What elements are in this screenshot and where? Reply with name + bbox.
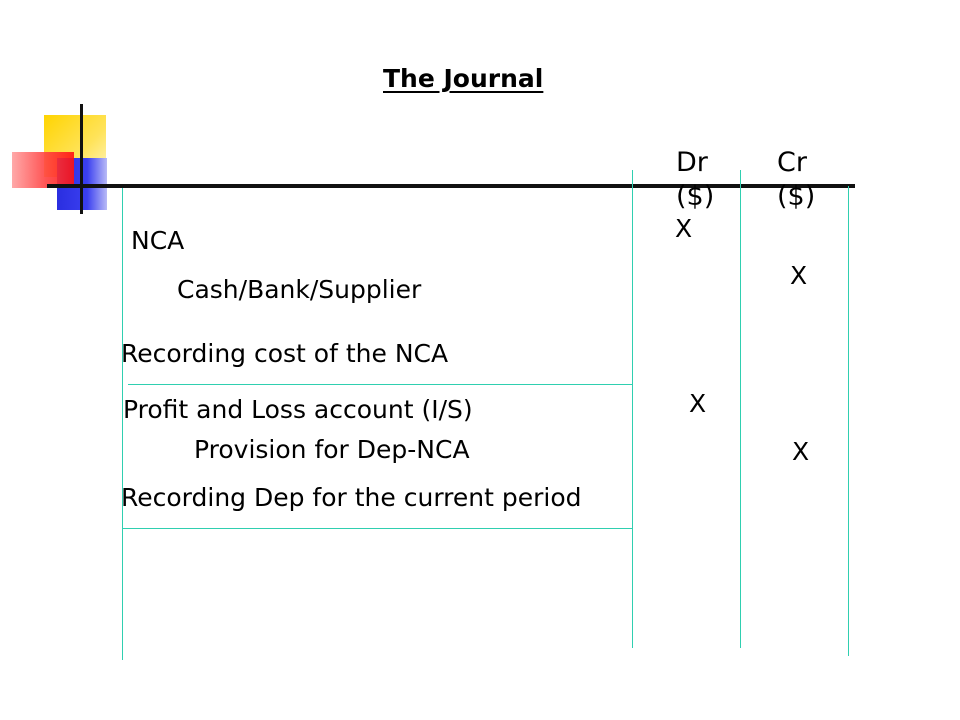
entry-2-narration: Recording Dep for the current period [121,483,582,512]
entry-1-narration: Recording cost of the NCA [121,339,449,368]
entry-1-debit-amount: X [675,214,693,243]
entry-separator-1 [128,384,632,385]
entry-1-credit-account: Cash/Bank/Supplier [177,275,422,304]
credit-header-label: Cr [777,147,807,178]
entry-2-debit-amount: X [689,389,707,418]
entry-separator-2 [122,528,632,529]
right-margin-line [848,186,849,656]
credit-header-unit: ($) [777,181,816,212]
debit-header-label: Dr [676,147,708,178]
page-title: The Journal [383,64,544,93]
entry-2-debit-account: Profit and Loss account (I/S) [123,395,473,424]
debit-column-divider [632,170,633,648]
debit-column-header: Dr ($) [676,146,714,214]
entry-2-credit-amount: X [792,437,810,466]
entry-1-debit-account: NCA [131,226,185,255]
left-margin-line [122,188,123,660]
entry-1-credit-amount: X [790,261,808,290]
header-rule-horizontal [47,184,855,188]
credit-column-divider [740,170,741,648]
debit-header-unit: ($) [676,181,715,212]
credit-column-header: Cr ($) [777,146,815,214]
entry-2-credit-account: Provision for Dep-NCA [194,435,470,464]
header-rule-vertical [80,104,83,214]
logo-red-block [12,152,74,188]
